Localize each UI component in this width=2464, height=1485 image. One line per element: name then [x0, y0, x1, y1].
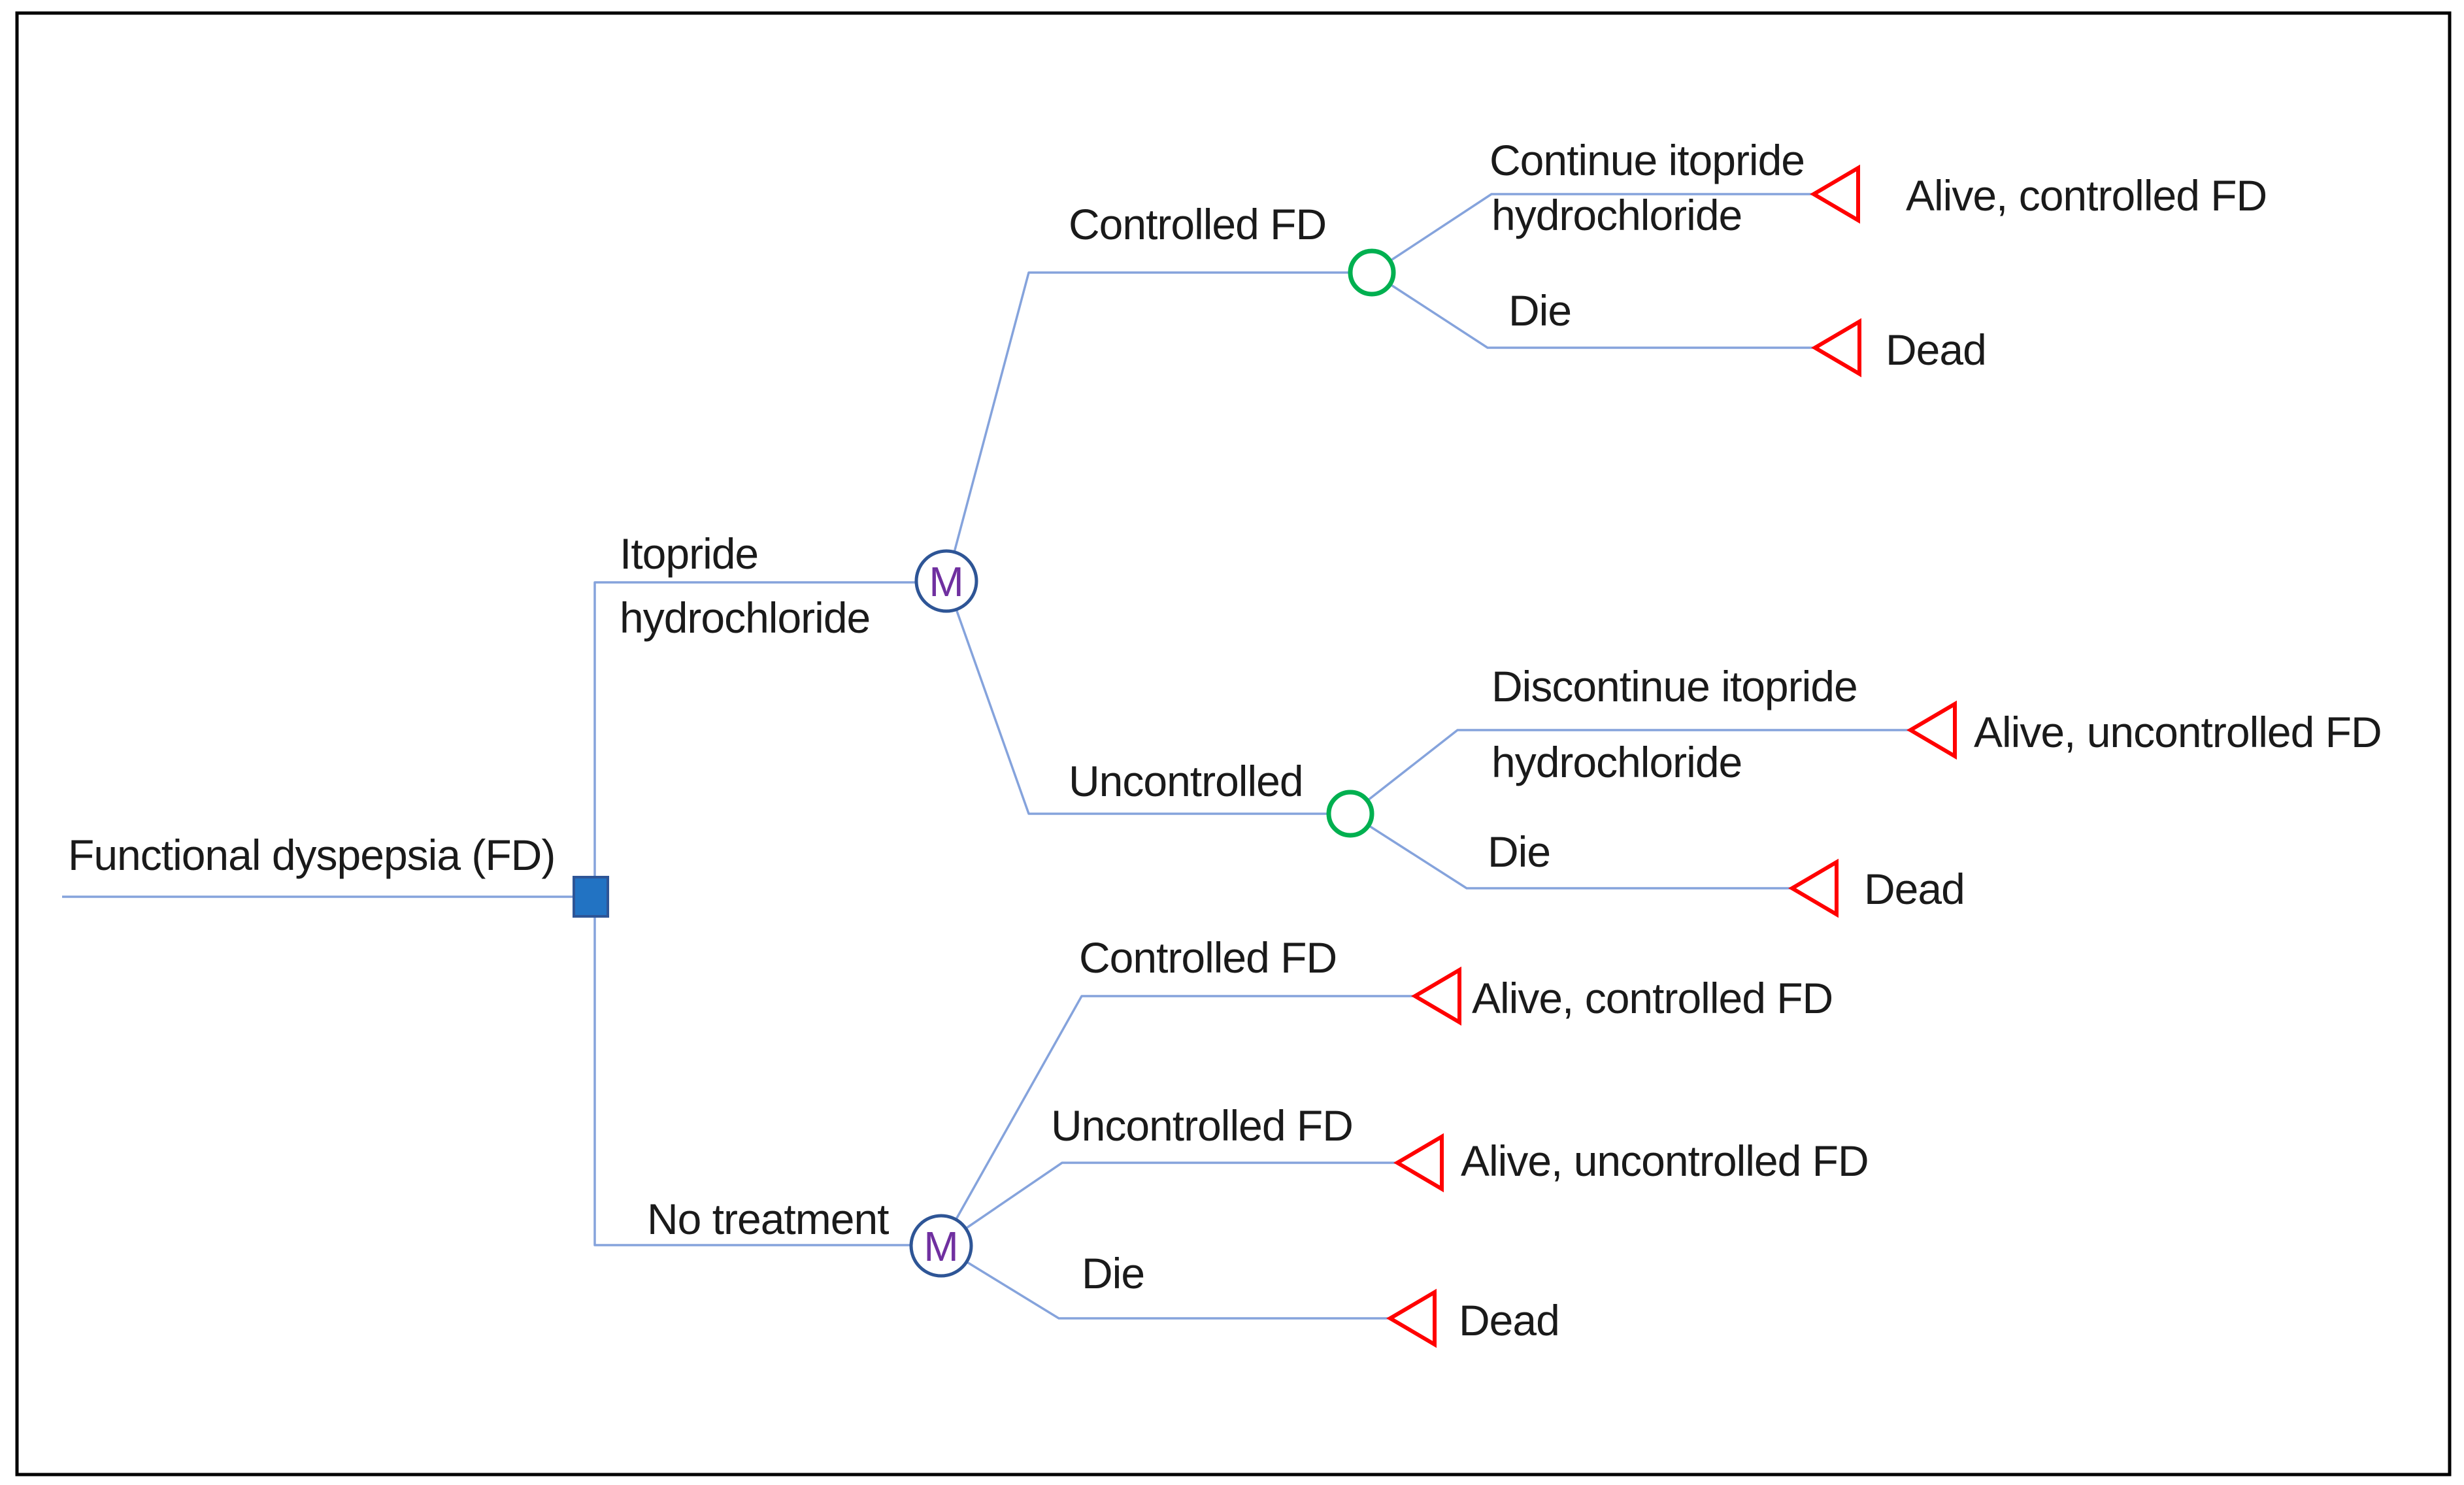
branch-line-itopride-uncontrolled: [955, 609, 1329, 815]
chance-node-uncontrolled-icon: [1326, 790, 1374, 838]
trunk-branch-line: [593, 581, 916, 1246]
uncontrolled-label: Uncontrolled: [1069, 757, 1303, 805]
branch-line-uncontrolled-die: [1368, 824, 1792, 890]
itopride-label-line1: Itopride: [620, 529, 758, 578]
terminal-node-dead-2-icon: [1788, 858, 1839, 918]
markov-node-itopride-icon: [914, 549, 978, 613]
chance-node-controlled-icon: [1348, 248, 1396, 297]
outcome-alive-uncontrolled-2: Alive, uncontrolled FD: [1461, 1137, 1869, 1185]
branch-line-notreatment-uncontrolled: [965, 1161, 1397, 1230]
markov-m-itopride: M: [929, 558, 963, 605]
controlled-fd-label-2: Controlled FD: [1079, 933, 1337, 982]
outcome-alive-controlled-1: Alive, controlled FD: [1906, 171, 2267, 220]
branch-line-continue-itopride: [1390, 193, 1814, 262]
die-label-3: Die: [1082, 1249, 1144, 1297]
branch-line-itopride-controlled: [953, 271, 1350, 553]
outcome-alive-controlled-2: Alive, controlled FD: [1472, 974, 1833, 1022]
die-label-1: Die: [1508, 286, 1571, 335]
markov-m-notreatment: M: [924, 1223, 958, 1270]
terminal-node-alive-uncontrolled-2-icon: [1393, 1133, 1444, 1193]
controlled-fd-label-1: Controlled FD: [1069, 200, 1326, 248]
continue-itopride-label-line2: hydrochloride: [1491, 191, 1742, 239]
terminal-node-alive-controlled-2-icon: [1411, 966, 1461, 1026]
die-label-2: Die: [1488, 827, 1550, 876]
terminal-node-dead-1-icon: [1811, 318, 1861, 378]
branch-line-discontinue-itopride: [1366, 729, 1910, 802]
terminal-node-alive-uncontrolled-1-icon: [1906, 700, 1957, 760]
branch-line-notreatment-die: [965, 1260, 1390, 1320]
itopride-label-line2: hydrochloride: [620, 593, 870, 642]
continue-itopride-label-line1: Continue itopride: [1490, 136, 1805, 184]
outcome-alive-uncontrolled-1: Alive, uncontrolled FD: [1974, 708, 2382, 756]
decision-node-icon: [573, 876, 609, 918]
terminal-node-dead-3-icon: [1386, 1288, 1437, 1348]
terminal-node-alive-controlled-1-icon: [1810, 164, 1860, 224]
root-label: Functional dyspepsia (FD): [68, 831, 555, 879]
outcome-dead-1: Dead: [1886, 325, 1986, 374]
outcome-dead-2: Dead: [1864, 865, 1965, 913]
discontinue-itopride-label-line1: Discontinue itopride: [1491, 662, 1857, 710]
outcome-dead-3: Dead: [1459, 1296, 1559, 1344]
discontinue-itopride-label-line2: hydrochloride: [1491, 738, 1742, 786]
figure-border: [15, 11, 2452, 1477]
branch-line-notreatment-controlled: [954, 995, 1415, 1221]
branch-line-controlled-die: [1390, 283, 1815, 349]
uncontrolled-fd-label: Uncontrolled FD: [1051, 1101, 1353, 1150]
markov-node-notreatment-icon: [909, 1214, 973, 1278]
no-treatment-label: No treatment: [647, 1195, 889, 1243]
